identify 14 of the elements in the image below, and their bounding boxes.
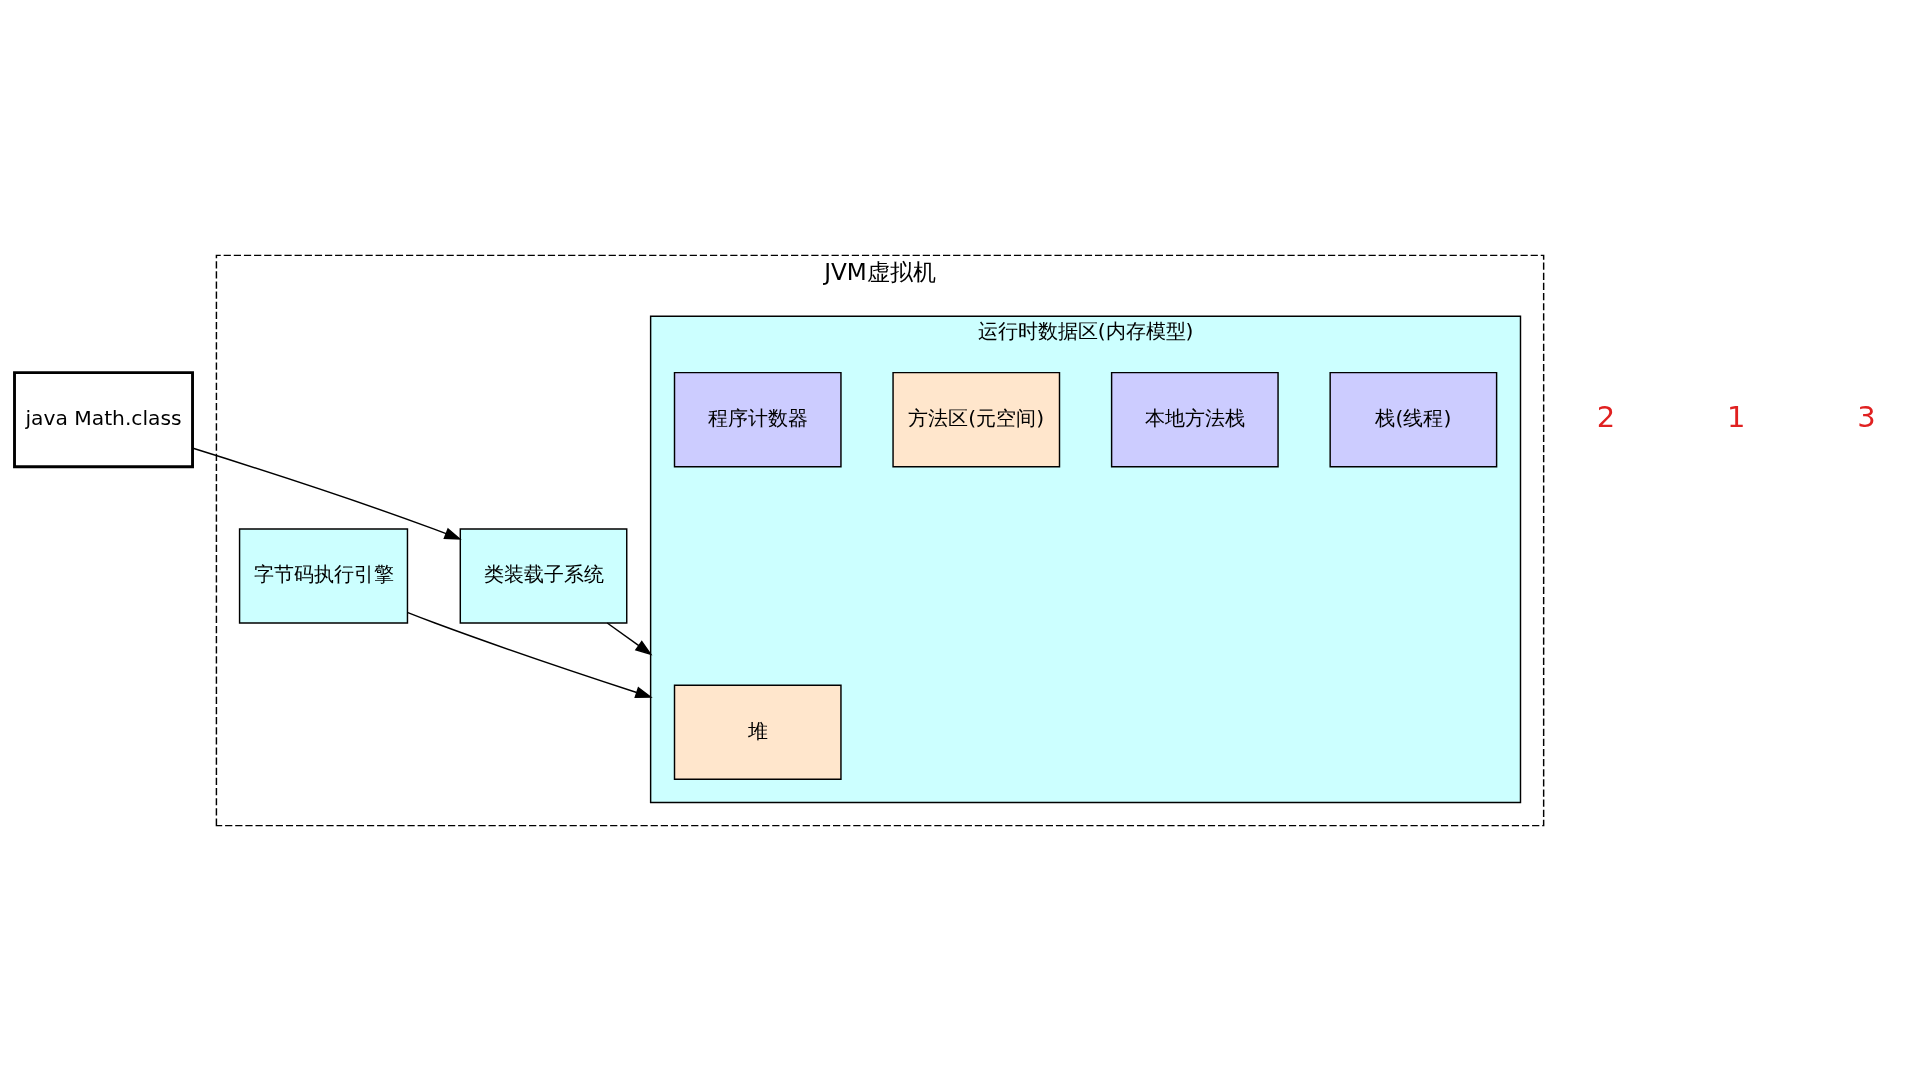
node-box: 程序计数器: [673, 371, 842, 467]
arrow: [407, 611, 653, 698]
arrow: [192, 447, 462, 540]
node-box: 栈(线程): [1329, 371, 1498, 467]
node-box: 字节码执行引擎: [238, 527, 409, 624]
node-box: 类装载子系统: [459, 527, 628, 624]
label: 3: [1857, 399, 1876, 434]
label: 1: [1726, 399, 1746, 434]
node-box: 方法区(元空间): [892, 371, 1061, 467]
node-box: 堆: [673, 684, 842, 780]
arrow: [606, 621, 653, 655]
node-box: java Math.class: [13, 370, 194, 468]
node-box: 本地方法栈: [1110, 371, 1279, 467]
label: 2: [1596, 399, 1616, 434]
